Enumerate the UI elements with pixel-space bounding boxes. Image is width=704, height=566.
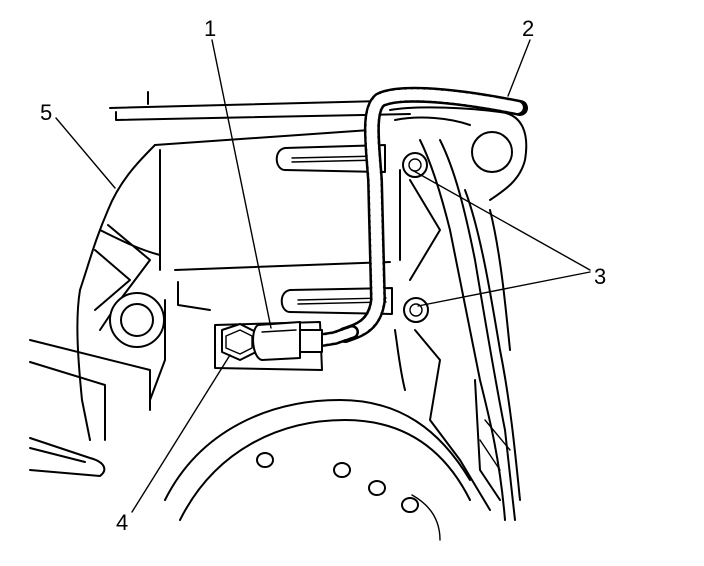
leader-3b [417, 271, 591, 307]
leader-4 [131, 354, 231, 513]
callout-label-2: 2 [522, 16, 534, 41]
bolt-upper [402, 152, 428, 178]
bolt-lower [403, 297, 429, 323]
callout-label-1: 1 [204, 16, 216, 41]
callout-label-4: 4 [116, 510, 128, 535]
callout-label-3: 3 [594, 264, 606, 289]
flywheel [164, 399, 471, 541]
leader-2 [507, 39, 531, 97]
mounting-flange [389, 106, 528, 521]
upper-bracket-slot [275, 144, 386, 173]
leader-3a [411, 169, 591, 271]
leader-5 [55, 117, 116, 189]
sensor-assembly [214, 321, 323, 371]
left-mount-boss [109, 292, 165, 348]
leader-1 [211, 39, 272, 329]
callout-label-5: 5 [40, 100, 52, 125]
leader-lines [55, 39, 591, 513]
